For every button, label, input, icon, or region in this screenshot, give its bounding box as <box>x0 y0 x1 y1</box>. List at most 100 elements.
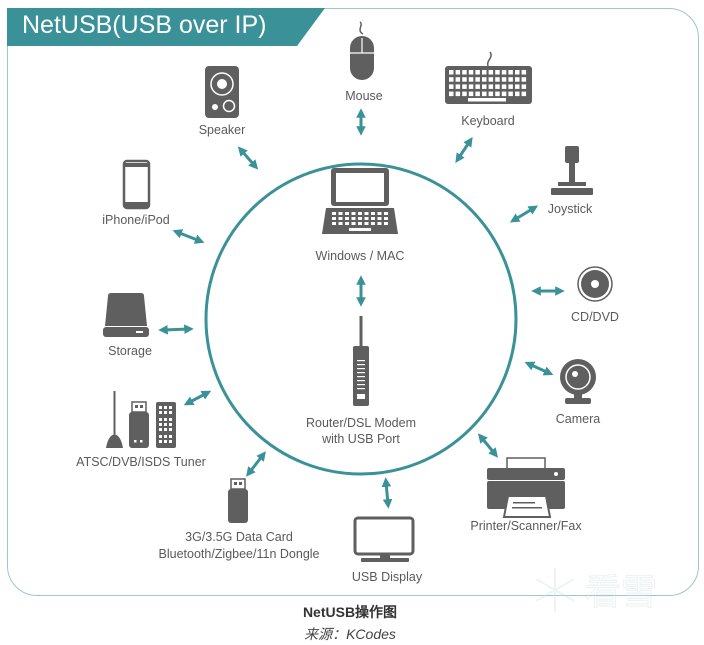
keyboard-key <box>488 77 494 82</box>
laptop-key <box>377 212 382 215</box>
keyboard-key <box>475 77 480 82</box>
laptop-key <box>332 212 336 215</box>
remote-key <box>159 423 162 426</box>
keyboard-key <box>482 91 487 97</box>
usb-dongle-icon <box>228 478 248 523</box>
connection-arrow-data-card <box>246 451 266 477</box>
laptop-key <box>377 217 382 220</box>
laptop-key <box>338 222 343 225</box>
smartphone-icon <box>122 159 151 210</box>
remote-key <box>169 418 172 421</box>
device-label-data-card-line1: 3G/3.5G Data Card <box>185 530 293 544</box>
remote-key <box>164 423 167 426</box>
remote-key <box>159 435 162 438</box>
remote-key <box>169 406 172 409</box>
diagram-frame <box>7 8 699 596</box>
keyboard-key <box>521 77 527 82</box>
keyboard-key <box>449 70 454 75</box>
keyboard-key <box>462 70 467 75</box>
device-label-joystick: Joystick <box>548 202 593 216</box>
keyboard-key <box>462 77 467 82</box>
keyboard-key <box>475 91 480 97</box>
keyboard-key <box>508 70 513 75</box>
laptop-key <box>345 217 349 220</box>
keyboard-key <box>521 91 527 97</box>
remote-key <box>164 428 167 431</box>
printer-icon <box>487 457 565 518</box>
connection-arrow-tuner <box>183 390 212 406</box>
joystick-icon <box>551 146 593 195</box>
keyboard-key <box>482 77 487 82</box>
keyboard-key <box>468 84 474 89</box>
keyboard-key <box>515 77 520 82</box>
remote-key <box>159 418 162 421</box>
device-label-storage: Storage <box>108 344 152 358</box>
remote-key <box>164 406 167 409</box>
hard-drive-icon <box>103 293 149 337</box>
laptop-key <box>338 217 343 220</box>
keyboard-key <box>482 84 487 89</box>
keyboard-key <box>482 70 487 75</box>
laptop-key <box>351 222 356 225</box>
laptop-key <box>364 212 369 215</box>
connection-arrow-camera <box>524 361 554 376</box>
keyboard-key <box>495 84 500 89</box>
device-label-camera: Camera <box>556 412 601 426</box>
keyboard-key <box>501 84 507 89</box>
keyboard-key <box>488 84 494 89</box>
keyboard-key <box>501 70 507 75</box>
connection-arrow-joystick <box>509 205 539 223</box>
connection-arrow-keyboard <box>455 137 473 163</box>
remote-key <box>164 435 167 438</box>
laptop-key <box>364 217 369 220</box>
connection-arrow-speaker <box>237 146 259 170</box>
keyboard-key <box>455 91 461 97</box>
keyboard-key <box>508 77 513 82</box>
remote-key <box>164 411 167 414</box>
laptop-key <box>384 217 388 220</box>
laptop-key <box>384 222 388 225</box>
laptop-key <box>345 222 349 225</box>
laptop-key <box>371 217 375 220</box>
laptop-key <box>371 212 375 215</box>
keyboard-key <box>488 70 494 75</box>
keyboard-key <box>468 91 474 97</box>
remote-key <box>164 440 167 443</box>
keyboard-key <box>521 70 527 75</box>
keyboard-key <box>508 91 513 97</box>
keyboard-key <box>455 84 461 89</box>
router-label-line1: Router/DSL Modem <box>306 416 416 430</box>
keyboard-key <box>515 91 520 97</box>
keyboard-key <box>462 91 467 97</box>
router-icon <box>353 316 369 406</box>
remote-key <box>159 428 162 431</box>
keyboard-spacebar <box>468 98 506 102</box>
disc-icon <box>577 266 613 302</box>
tv-tuner-icon <box>106 391 176 448</box>
router-label-line2: with USB Port <box>321 432 400 446</box>
remote-key <box>169 428 172 431</box>
device-label-printer: Printer/Scanner/Fax <box>470 519 582 533</box>
keyboard-key <box>455 77 461 82</box>
keyboard-key <box>501 77 507 82</box>
remote-key <box>169 423 172 426</box>
laptop-key <box>358 222 362 225</box>
device-label-keyboard: Keyboard <box>461 114 515 128</box>
laptop-key <box>338 212 343 215</box>
monitor-icon <box>353 516 415 562</box>
keyboard-key <box>449 91 454 97</box>
webcam-icon <box>560 359 596 404</box>
device-label-iphone: iPhone/iPod <box>102 213 169 227</box>
figure-caption: NetUSB操作图 来源：KCodes <box>0 602 704 644</box>
keyboard-key <box>521 84 527 89</box>
keyboard-key <box>449 77 454 82</box>
keyboard-key <box>468 70 474 75</box>
device-label-mouse: Mouse <box>345 89 383 103</box>
laptop-key <box>371 222 375 225</box>
caption-title: NetUSB操作图 <box>302 604 398 620</box>
device-label-speaker: Speaker <box>199 123 246 137</box>
laptop-key <box>358 212 362 215</box>
remote-key <box>159 440 162 443</box>
keyboard-key <box>462 84 467 89</box>
keyboard-key <box>449 84 454 89</box>
